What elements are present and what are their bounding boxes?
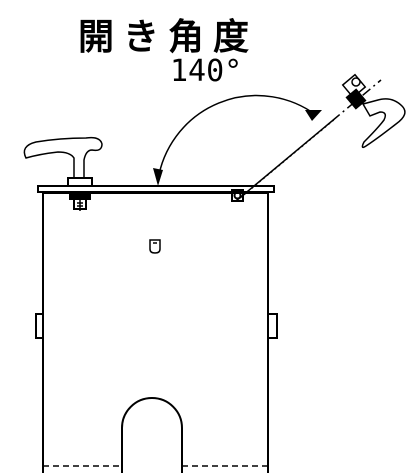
closed-lid (37, 185, 275, 193)
t-handle-closed (23, 136, 103, 211)
box-body (35, 192, 278, 473)
angle-arc (153, 94, 322, 186)
t-handle-open (341, 73, 406, 149)
open-lid (235, 79, 382, 202)
latch-fitting (149, 239, 161, 254)
diagram-title: 開き角度 (78, 17, 259, 58)
opening-angle-label: 140° (170, 54, 243, 89)
